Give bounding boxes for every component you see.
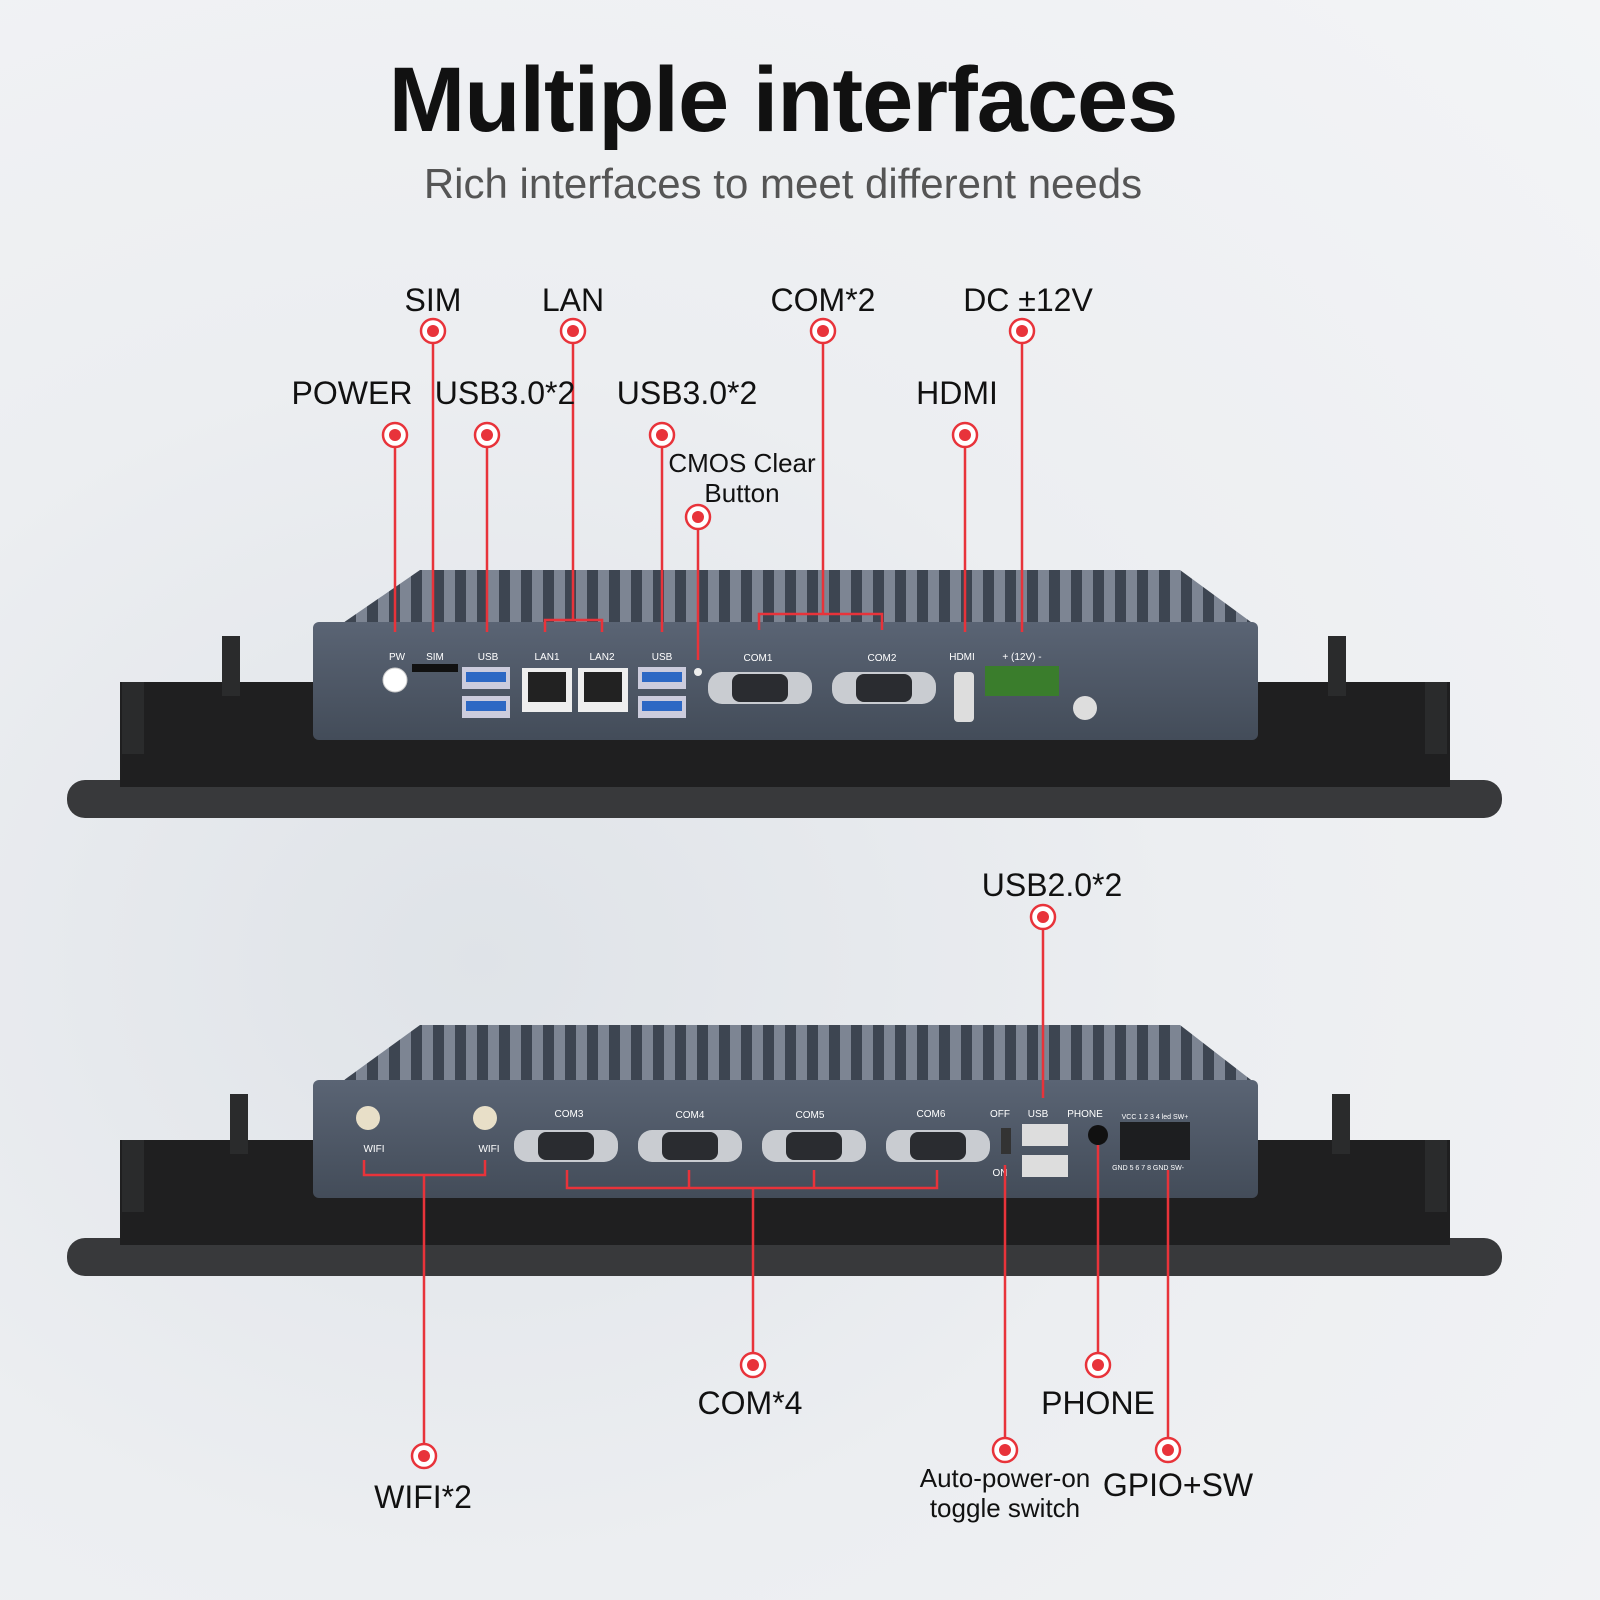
callout-dot-center <box>481 429 493 441</box>
callout-auto-line1: Auto-power-on <box>919 1463 1091 1493</box>
callout-dc: DC ±12V <box>963 282 1093 318</box>
port-label-off: OFF <box>990 1109 1010 1120</box>
callout-lan: LAN <box>541 282 605 318</box>
port-label-usb: USB <box>1028 1109 1049 1120</box>
callout-dot-center <box>959 429 971 441</box>
callout-com4: COM*4 <box>697 1385 803 1421</box>
callout-wifi: WIFI*2 <box>374 1479 472 1515</box>
callout-dot-center <box>427 325 439 337</box>
callout-phone: PHONE <box>1041 1385 1155 1421</box>
port-label-com2: COM2 <box>868 653 897 664</box>
port-label-wifi-1: WIFI <box>363 1144 384 1155</box>
callout-dot-center <box>747 1359 759 1371</box>
callout-dot-center <box>1162 1444 1174 1456</box>
port-label-gpio-bottom: GND 5 6 7 8 GND SW- <box>1112 1165 1185 1172</box>
callout-auto-line2: toggle switch <box>929 1493 1081 1523</box>
page-subtitle: Rich interfaces to meet different needs <box>423 160 1143 207</box>
port-label-pw: PW <box>389 652 406 663</box>
callout-dot-center <box>418 1450 430 1462</box>
callout-dot-center <box>656 429 668 441</box>
port-label-com1: COM1 <box>744 653 773 664</box>
port-label-com3: COM3 <box>555 1109 584 1120</box>
callout-cmos-line2: Button <box>704 478 780 508</box>
port-label-dc: + (12V) - <box>1002 652 1041 663</box>
port-label-wifi-2: WIFI <box>478 1144 499 1155</box>
callout-dot-center <box>567 325 579 337</box>
port-label-phone: PHONE <box>1067 1109 1103 1120</box>
port-label-com6: COM6 <box>917 1109 946 1120</box>
callout-dot-center <box>692 511 704 523</box>
callout-dot-center <box>1092 1359 1104 1371</box>
callout-dot-center <box>389 429 401 441</box>
callout-usb3-a: USB3.0*2 <box>434 375 576 411</box>
callout-usb2: USB2.0*2 <box>981 867 1123 903</box>
port-label-com4: COM4 <box>676 1110 705 1121</box>
callout-usb3-b: USB3.0*2 <box>616 375 758 411</box>
port-label-usb-1: USB <box>478 652 499 663</box>
port-label-usb-2: USB <box>652 652 673 663</box>
callout-dot-center <box>1016 325 1028 337</box>
callout-cmos-line1: CMOS Clear <box>668 448 816 478</box>
port-label-com5: COM5 <box>796 1110 825 1121</box>
callout-dot-center <box>1037 911 1049 923</box>
callout-hdmi: HDMI <box>916 375 998 411</box>
callout-dot-center <box>999 1444 1011 1456</box>
callout-gpio: GPIO+SW <box>1102 1467 1254 1503</box>
device-top: PW SIM USB LAN1 LAN2 USB COM1 COM2 HDMI … <box>67 570 1502 818</box>
port-label-hdmi: HDMI <box>949 652 975 663</box>
callout-sim: SIM <box>404 282 462 318</box>
port-label-on: ON <box>993 1168 1008 1179</box>
callout-com2: COM*2 <box>770 282 876 318</box>
port-label-sim: SIM <box>426 652 444 663</box>
port-label-lan2: LAN2 <box>589 652 614 663</box>
callout-dot-center <box>817 325 829 337</box>
page-title: Multiple interfaces <box>388 49 1179 151</box>
device-bottom: WIFI WIFI COM3 COM4 COM5 COM6 OFF ON USB… <box>67 1025 1502 1276</box>
port-label-gpio-top: VCC 1 2 3 4 led SW+ <box>1122 1114 1189 1121</box>
port-label-lan1: LAN1 <box>534 652 559 663</box>
callout-power: POWER <box>291 375 413 411</box>
